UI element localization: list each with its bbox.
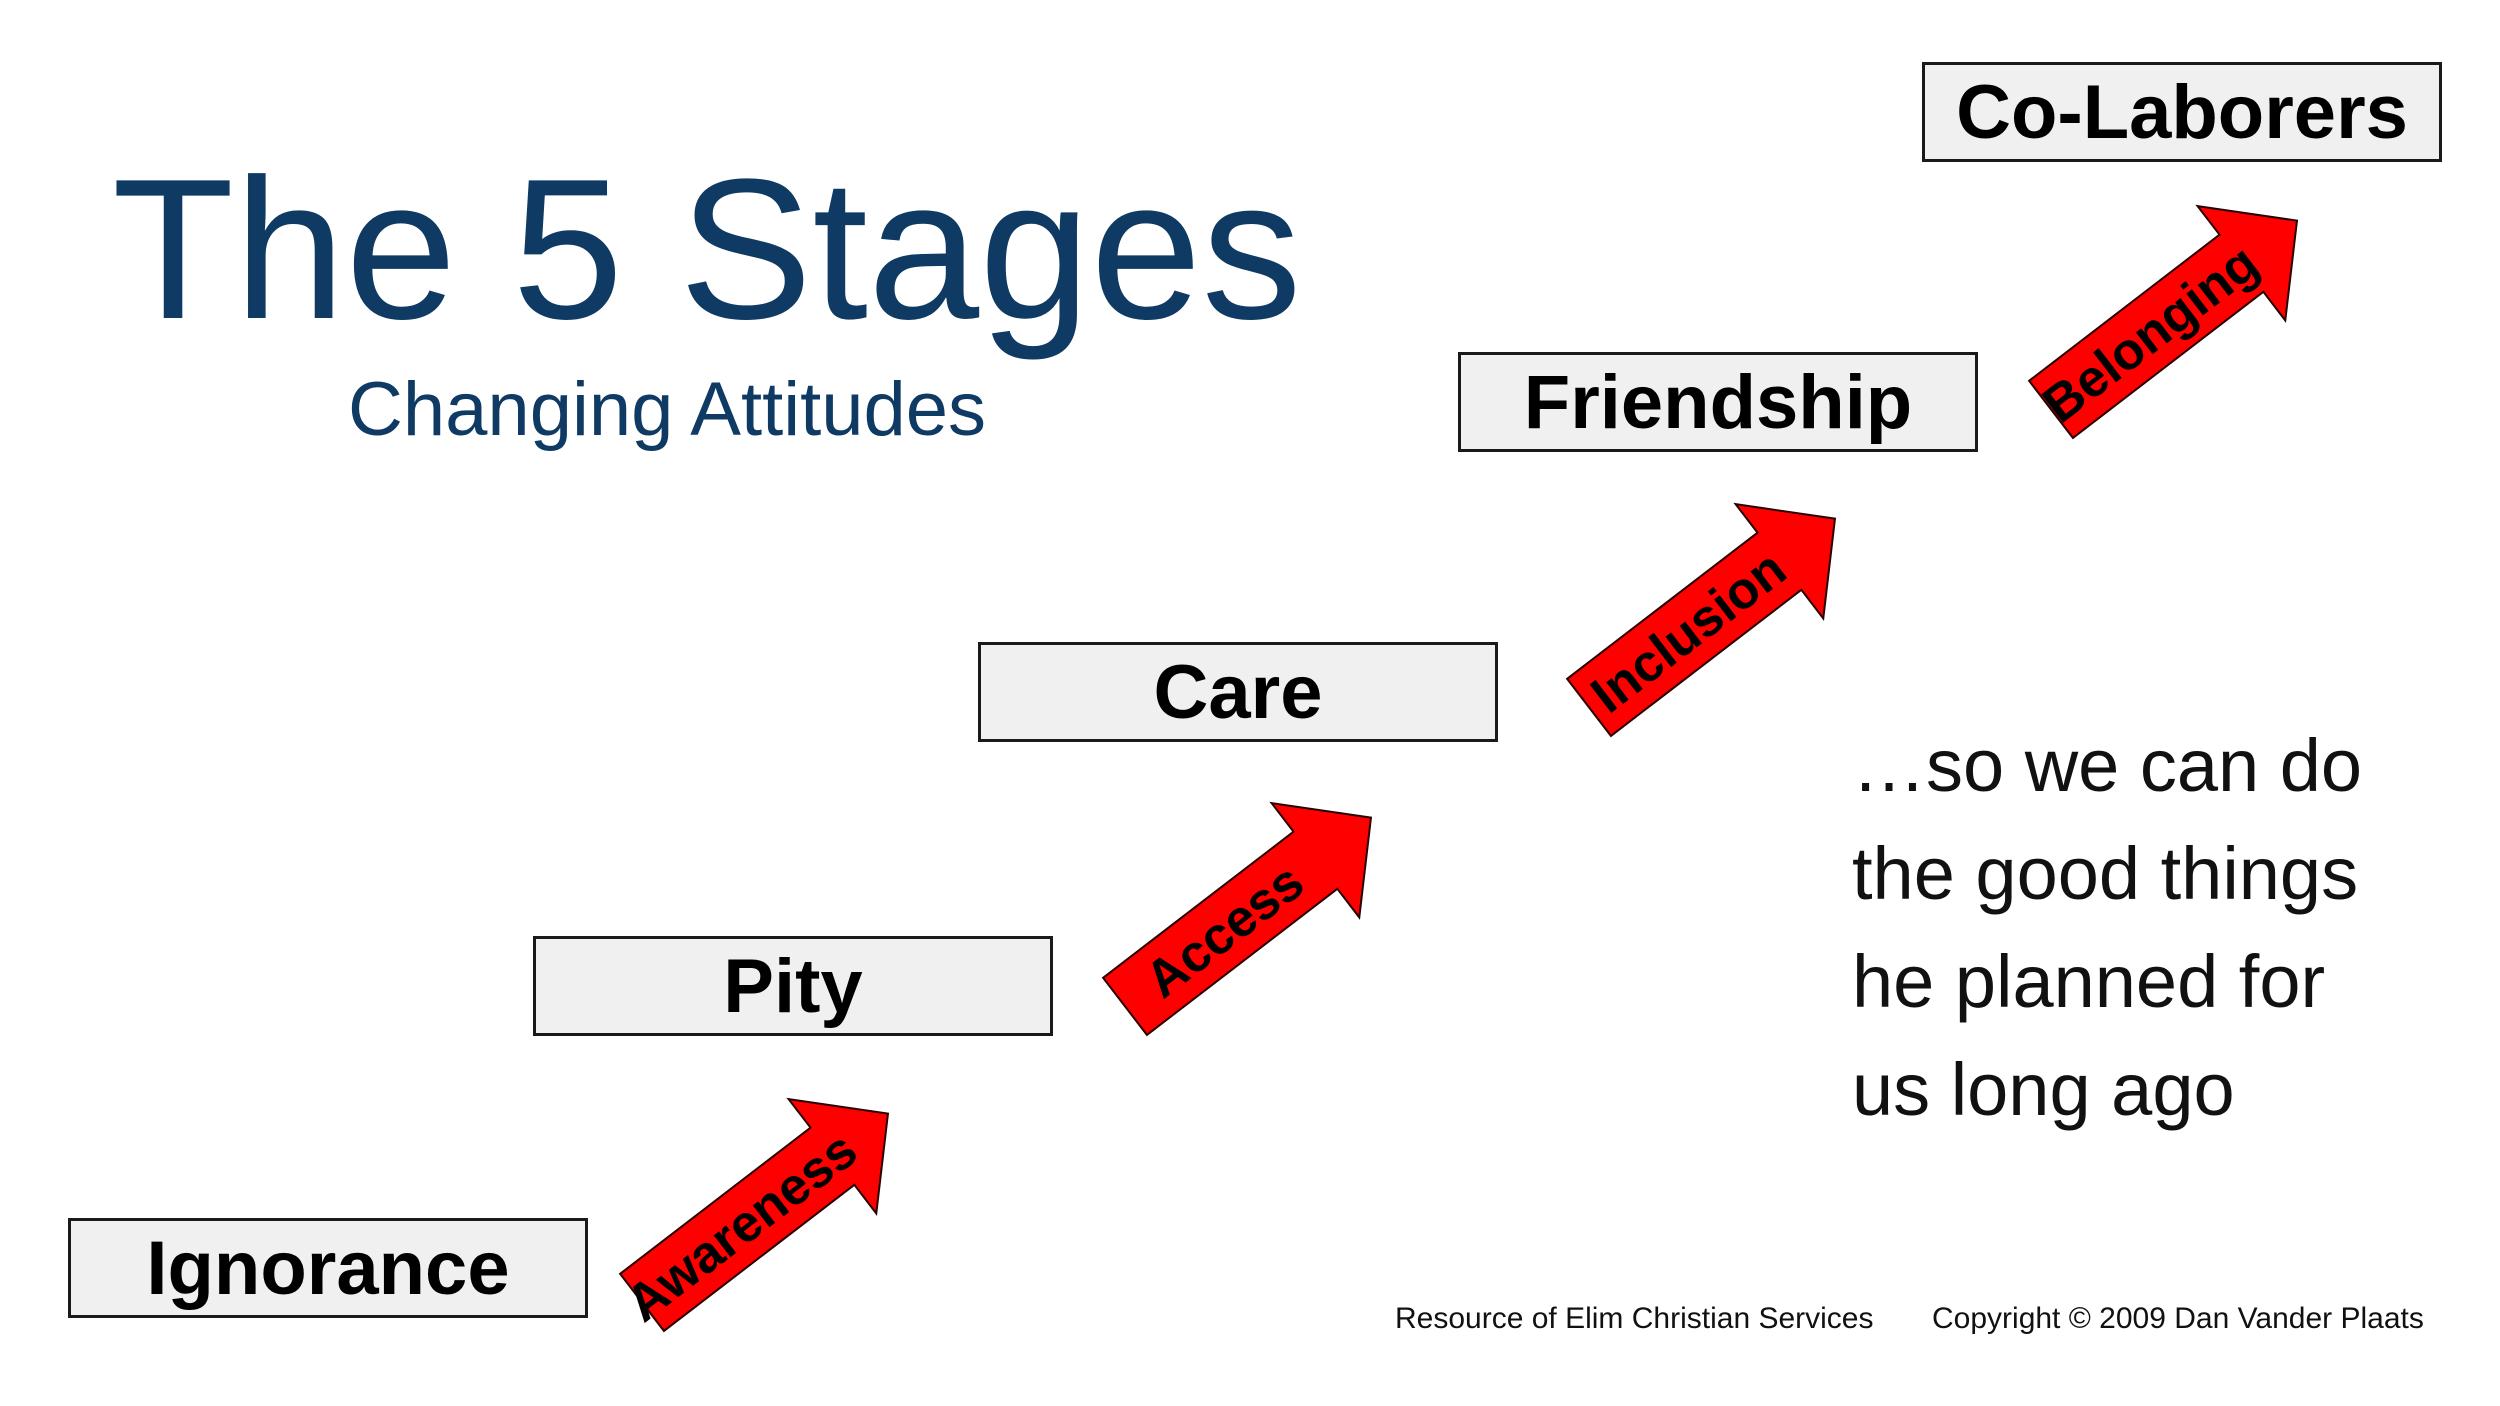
footer-resource: Resource of Elim Christian Services	[1395, 1302, 1874, 1335]
stage-box-friendship: Friendship	[1458, 352, 1978, 452]
footer-copyright: Copyright © 2009 Dan Vander Plaats	[1932, 1302, 2424, 1335]
arrow-shape-access	[1101, 801, 1373, 1037]
arrow-label-inclusion: Inclusion	[1581, 540, 1797, 725]
arrow-belonging: Belonging	[2027, 204, 2299, 440]
quote-line: us long ago	[1852, 1048, 2235, 1131]
arrow-label-belonging: Belonging	[2032, 234, 2269, 435]
arrow-inclusion: Inclusion	[1565, 502, 1837, 738]
arrow-access: Access	[1101, 801, 1373, 1037]
arrow-awareness: Awareness	[616, 1097, 890, 1334]
arrow-shape-awareness	[618, 1097, 890, 1333]
quote-line: he planned for	[1852, 940, 2326, 1023]
quote-line: …so we can do	[1852, 724, 2363, 807]
arrow-shape-inclusion	[1565, 502, 1837, 738]
stage-box-ignorance: Ignorance	[68, 1218, 588, 1318]
quote-text: …so we can do the good things he planned…	[1852, 712, 2362, 1144]
arrow-label-awareness: Awareness	[616, 1121, 868, 1334]
arrow-label-access: Access	[1135, 853, 1315, 1010]
quote-line: the good things	[1852, 832, 2359, 915]
page-subtitle: Changing Attitudes	[348, 367, 987, 452]
stage-box-pity: Pity	[533, 936, 1053, 1036]
page-title: The 5 Stages	[112, 138, 1302, 361]
stage-box-co-laborers: Co-Laborers	[1922, 62, 2442, 162]
arrow-shape-belonging	[2027, 204, 2299, 440]
stage-box-care: Care	[978, 642, 1498, 742]
